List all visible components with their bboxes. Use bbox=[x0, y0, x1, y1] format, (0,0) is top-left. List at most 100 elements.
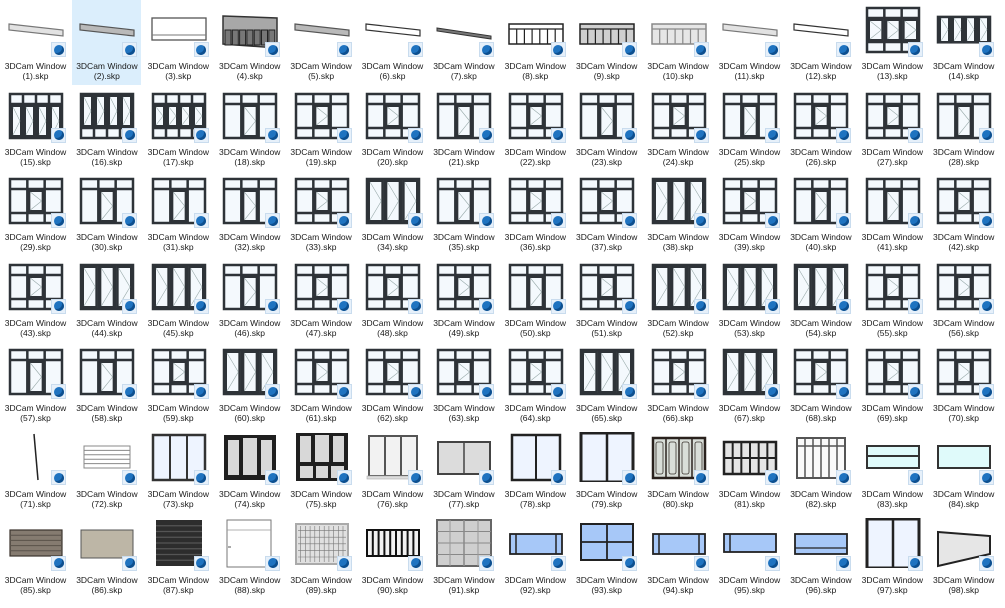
file-item[interactable]: 3DCam Window(67).skp bbox=[715, 342, 784, 427]
file-item[interactable]: 3DCam Window(29).skp bbox=[1, 171, 70, 256]
file-item[interactable]: 3DCam Window(73).skp bbox=[144, 428, 213, 513]
file-item[interactable]: 3DCam Window(27).skp bbox=[858, 86, 927, 171]
file-item[interactable]: 3DCam Window(34).skp bbox=[358, 171, 427, 256]
file-item[interactable]: 3DCam Window(8).skp bbox=[501, 0, 570, 85]
file-item[interactable]: 3DCam Window(50).skp bbox=[501, 257, 570, 342]
file-item[interactable]: 3DCam Window(76).skp bbox=[358, 428, 427, 513]
file-item[interactable]: 3DCam Window(79).skp bbox=[572, 428, 641, 513]
file-item[interactable]: 3DCam Window(2).skp bbox=[72, 0, 142, 85]
file-item[interactable]: 3DCam Window(38).skp bbox=[644, 171, 713, 256]
file-item[interactable]: 3DCam Window(48).skp bbox=[358, 257, 427, 342]
file-item[interactable]: 3DCam Window(15).skp bbox=[1, 86, 70, 171]
file-item[interactable]: 3DCam Window(21).skp bbox=[429, 86, 498, 171]
file-item[interactable]: 3DCam Window(44).skp bbox=[72, 257, 141, 342]
file-item[interactable]: 3DCam Window(25).skp bbox=[715, 86, 784, 171]
file-item[interactable]: 3DCam Window(54).skp bbox=[786, 257, 855, 342]
file-item[interactable]: 3DCam Window(78).skp bbox=[501, 428, 570, 513]
file-item[interactable]: 3DCam Window(22).skp bbox=[501, 86, 570, 171]
file-item[interactable]: 3DCam Window(9).skp bbox=[572, 0, 641, 85]
file-item[interactable]: 3DCam Window(7).skp bbox=[429, 0, 498, 85]
file-item[interactable]: 3DCam Window(43).skp bbox=[1, 257, 70, 342]
file-item[interactable]: 3DCam Window(68).skp bbox=[786, 342, 855, 427]
file-item[interactable]: 3DCam Window(91).skp bbox=[429, 514, 498, 599]
file-item[interactable]: 3DCam Window(53).skp bbox=[715, 257, 784, 342]
file-item[interactable]: 3DCam Window(58).skp bbox=[72, 342, 141, 427]
file-item[interactable]: 3DCam Window(62).skp bbox=[358, 342, 427, 427]
file-item[interactable]: 3DCam Window(24).skp bbox=[644, 86, 713, 171]
file-item[interactable]: 3DCam Window(3).skp bbox=[144, 0, 213, 85]
file-item[interactable]: 3DCam Window(39).skp bbox=[715, 171, 784, 256]
file-item[interactable]: 3DCam Window(1).skp bbox=[1, 0, 70, 85]
file-item[interactable]: 3DCam Window(37).skp bbox=[572, 171, 641, 256]
file-item[interactable]: 3DCam Window(47).skp bbox=[287, 257, 356, 342]
file-item[interactable]: 3DCam Window(41).skp bbox=[858, 171, 927, 256]
file-item[interactable]: 3DCam Window(93).skp bbox=[572, 514, 641, 599]
file-item[interactable]: 3DCam Window(90).skp bbox=[358, 514, 427, 599]
file-item[interactable]: 3DCam Window(16).skp bbox=[72, 86, 141, 171]
file-item[interactable]: 3DCam Window(66).skp bbox=[644, 342, 713, 427]
file-item[interactable]: 3DCam Window(46).skp bbox=[215, 257, 284, 342]
file-item[interactable]: 3DCam Window(95).skp bbox=[715, 514, 784, 599]
file-item[interactable]: 3DCam Window(63).skp bbox=[429, 342, 498, 427]
file-item[interactable]: 3DCam Window(36).skp bbox=[501, 171, 570, 256]
file-item[interactable]: 3DCam Window(18).skp bbox=[215, 86, 284, 171]
file-item[interactable]: 3DCam Window(55).skp bbox=[858, 257, 927, 342]
file-item[interactable]: 3DCam Window(65).skp bbox=[572, 342, 641, 427]
file-item[interactable]: 3DCam Window(51).skp bbox=[572, 257, 641, 342]
file-item[interactable]: 3DCam Window(89).skp bbox=[287, 514, 356, 599]
file-item[interactable]: 3DCam Window(13).skp bbox=[858, 0, 927, 85]
file-item[interactable]: 3DCam Window(84).skp bbox=[929, 428, 998, 513]
file-item[interactable]: 3DCam Window(87).skp bbox=[144, 514, 213, 599]
file-item[interactable]: 3DCam Window(61).skp bbox=[287, 342, 356, 427]
file-item[interactable]: 3DCam Window(98).skp bbox=[929, 514, 998, 599]
file-item[interactable]: 3DCam Window(69).skp bbox=[858, 342, 927, 427]
file-item[interactable]: 3DCam Window(81).skp bbox=[715, 428, 784, 513]
sketchup-file-icon bbox=[765, 384, 780, 400]
file-item[interactable]: 3DCam Window(92).skp bbox=[501, 514, 570, 599]
file-item[interactable]: 3DCam Window(80).skp bbox=[644, 428, 713, 513]
file-item[interactable]: 3DCam Window(74).skp bbox=[215, 428, 284, 513]
file-item[interactable]: 3DCam Window(12).skp bbox=[786, 0, 855, 85]
file-item[interactable]: 3DCam Window(64).skp bbox=[501, 342, 570, 427]
file-item[interactable]: 3DCam Window(49).skp bbox=[429, 257, 498, 342]
file-item[interactable]: 3DCam Window(4).skp bbox=[215, 0, 284, 85]
file-item[interactable]: 3DCam Window(32).skp bbox=[215, 171, 284, 256]
file-item[interactable]: 3DCam Window(5).skp bbox=[287, 0, 356, 85]
file-item[interactable]: 3DCam Window(56).skp bbox=[929, 257, 998, 342]
file-item[interactable]: 3DCam Window(96).skp bbox=[786, 514, 855, 599]
file-item[interactable]: 3DCam Window(59).skp bbox=[144, 342, 213, 427]
file-item[interactable]: 3DCam Window(86).skp bbox=[72, 514, 141, 599]
file-item[interactable]: 3DCam Window(6).skp bbox=[358, 0, 427, 85]
file-item[interactable]: 3DCam Window(11).skp bbox=[715, 0, 784, 85]
file-item[interactable]: 3DCam Window(52).skp bbox=[644, 257, 713, 342]
file-item[interactable]: 3DCam Window(94).skp bbox=[644, 514, 713, 599]
file-item[interactable]: 3DCam Window(20).skp bbox=[358, 86, 427, 171]
file-item[interactable]: 3DCam Window(30).skp bbox=[72, 171, 141, 256]
file-item[interactable]: 3DCam Window(60).skp bbox=[215, 342, 284, 427]
file-item[interactable]: 3DCam Window(17).skp bbox=[144, 86, 213, 171]
file-item[interactable]: 3DCam Window(82).skp bbox=[786, 428, 855, 513]
file-item[interactable]: 3DCam Window(26).skp bbox=[786, 86, 855, 171]
file-item[interactable]: 3DCam Window(97).skp bbox=[858, 514, 927, 599]
file-item[interactable]: 3DCam Window(14).skp bbox=[929, 0, 998, 85]
file-item[interactable]: 3DCam Window(77).skp bbox=[429, 428, 498, 513]
file-item[interactable]: 3DCam Window(19).skp bbox=[287, 86, 356, 171]
file-item[interactable]: 3DCam Window(23).skp bbox=[572, 86, 641, 171]
file-item[interactable]: 3DCam Window(28).skp bbox=[929, 86, 998, 171]
file-item[interactable]: 3DCam Window(57).skp bbox=[1, 342, 70, 427]
file-item[interactable]: 3DCam Window(42).skp bbox=[929, 171, 998, 256]
file-item[interactable]: 3DCam Window(31).skp bbox=[144, 171, 213, 256]
file-item[interactable]: 3DCam Window(75).skp bbox=[287, 428, 356, 513]
file-item[interactable]: 3DCam Window(72).skp bbox=[72, 428, 141, 513]
file-item[interactable]: 3DCam Window(70).skp bbox=[929, 342, 998, 427]
window-thumbnail bbox=[7, 518, 65, 568]
file-item[interactable]: 3DCam Window(83).skp bbox=[858, 428, 927, 513]
file-item[interactable]: 3DCam Window(88).skp bbox=[215, 514, 284, 599]
file-item[interactable]: 3DCam Window(71).skp bbox=[1, 428, 70, 513]
file-item[interactable]: 3DCam Window(33).skp bbox=[287, 171, 356, 256]
file-item[interactable]: 3DCam Window(85).skp bbox=[1, 514, 70, 599]
file-item[interactable]: 3DCam Window(45).skp bbox=[144, 257, 213, 342]
file-item[interactable]: 3DCam Window(10).skp bbox=[644, 0, 713, 85]
file-item[interactable]: 3DCam Window(35).skp bbox=[429, 171, 498, 256]
file-item[interactable]: 3DCam Window(40).skp bbox=[786, 171, 855, 256]
